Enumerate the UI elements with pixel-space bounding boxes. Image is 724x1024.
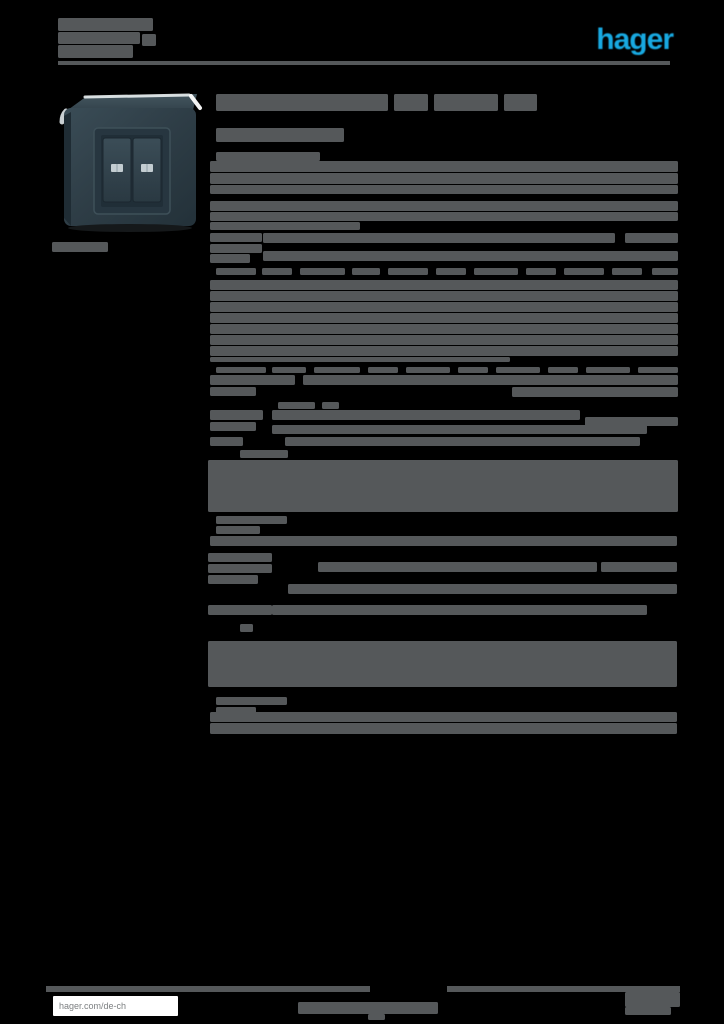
redacted-text-bar <box>216 268 256 275</box>
redacted-text-bar <box>285 437 640 446</box>
redacted-text-bar <box>210 375 295 385</box>
redacted-text-bar <box>394 94 428 111</box>
redacted-text-bar <box>208 605 272 615</box>
redacted-address-line <box>142 34 156 46</box>
redacted-text-bar <box>303 375 678 385</box>
indicator-window-left <box>111 164 123 172</box>
redacted-text-bar <box>368 367 398 373</box>
redacted-text-bar <box>210 222 360 230</box>
redacted-text-bar <box>210 346 678 356</box>
redacted-text-bar <box>272 425 647 434</box>
redacted-footer-text <box>625 992 680 1007</box>
redacted-address-line <box>58 32 140 44</box>
redacted-address-line <box>58 45 133 58</box>
redacted-text-bar <box>512 387 678 397</box>
redacted-text-bar <box>216 516 287 524</box>
redacted-text-bar <box>210 410 263 420</box>
redacted-text-bar <box>474 268 518 275</box>
redacted-text-bar <box>436 268 466 275</box>
redacted-text-bar <box>216 707 256 715</box>
redacted-text-bar <box>210 302 678 312</box>
redacted-text-bar <box>210 422 256 431</box>
product-top-face <box>65 94 197 112</box>
redacted-text-bar <box>288 584 677 594</box>
redacted-text-bar <box>208 575 258 584</box>
redacted-text-bar <box>216 128 344 142</box>
redacted-text-bar <box>272 605 647 615</box>
redacted-address-line <box>58 18 153 31</box>
redacted-text-bar <box>216 697 287 705</box>
header-rule <box>58 61 670 65</box>
redacted-text-bar <box>208 460 678 512</box>
redacted-text-bar <box>210 712 677 722</box>
redacted-text-bar <box>208 641 677 687</box>
footer-rule <box>46 986 370 992</box>
redacted-footer-text <box>298 1002 438 1014</box>
redacted-text-bar <box>625 233 678 243</box>
redacted-text-bar <box>262 268 292 275</box>
redacted-text-bar <box>263 251 678 261</box>
redacted-text-bar <box>240 450 288 458</box>
redacted-text-bar <box>240 624 253 632</box>
redacted-text-bar <box>496 367 540 373</box>
redacted-caption <box>52 242 108 252</box>
redacted-text-bar <box>352 268 380 275</box>
redacted-text-bar <box>504 94 537 111</box>
redacted-text-bar <box>208 564 272 573</box>
footer-website-link[interactable]: hager.com/de-ch <box>59 1001 127 1011</box>
redacted-text-bar <box>210 173 678 184</box>
redacted-text-bar <box>612 268 642 275</box>
redacted-text-bar <box>216 152 320 161</box>
redacted-text-bar <box>406 367 450 373</box>
redacted-text-bar <box>216 526 260 534</box>
redacted-text-bar <box>210 387 256 396</box>
redacted-text-bar <box>318 562 597 572</box>
redacted-text-bar <box>638 367 678 373</box>
redacted-text-bar <box>322 402 339 409</box>
redacted-text-bar <box>210 723 677 734</box>
redacted-text-bar <box>314 367 360 373</box>
redacted-text-bar <box>210 254 250 263</box>
footer-rule <box>447 986 680 992</box>
redacted-text-bar <box>278 402 315 409</box>
redacted-text-bar <box>652 268 678 275</box>
redacted-text-bar <box>601 562 677 572</box>
redacted-text-bar <box>388 268 428 275</box>
redacted-text-bar <box>210 244 262 253</box>
redacted-text-bar <box>210 201 678 211</box>
redacted-text-bar <box>458 367 488 373</box>
hager-logo: hager <box>596 23 674 56</box>
redacted-text-bar <box>434 94 498 111</box>
redacted-text-bar <box>210 313 678 323</box>
redacted-text-bar <box>585 417 678 426</box>
footer-website-box: hager.com/de-ch <box>53 996 178 1016</box>
redacted-text-bar <box>526 268 556 275</box>
redacted-text-bar <box>210 161 678 172</box>
redacted-text-bar <box>210 437 243 446</box>
redacted-text-bar <box>208 553 272 562</box>
redacted-text-bar <box>210 324 678 334</box>
redacted-text-bar <box>210 233 262 242</box>
redacted-footer-text <box>625 1007 671 1015</box>
redacted-text-bar <box>210 212 678 221</box>
redacted-text-bar <box>210 335 678 345</box>
redacted-text-bar <box>300 268 345 275</box>
redacted-text-bar <box>210 185 678 194</box>
redacted-text-bar <box>210 291 678 301</box>
product-image <box>59 93 202 232</box>
redacted-text-bar <box>564 268 604 275</box>
redacted-text-bar <box>210 280 678 290</box>
redacted-text-bar <box>548 367 578 373</box>
redacted-text-bar <box>216 94 388 111</box>
redacted-text-bar <box>263 233 615 243</box>
indicator-window-right <box>141 164 153 172</box>
redacted-text-bar <box>272 410 580 420</box>
redacted-text-bar <box>586 367 630 373</box>
redacted-footer-text <box>368 1014 385 1020</box>
redacted-text-bar <box>272 367 306 373</box>
redacted-text-bar <box>216 367 266 373</box>
redacted-text-bar <box>210 357 510 362</box>
redacted-text-bar <box>210 536 677 546</box>
